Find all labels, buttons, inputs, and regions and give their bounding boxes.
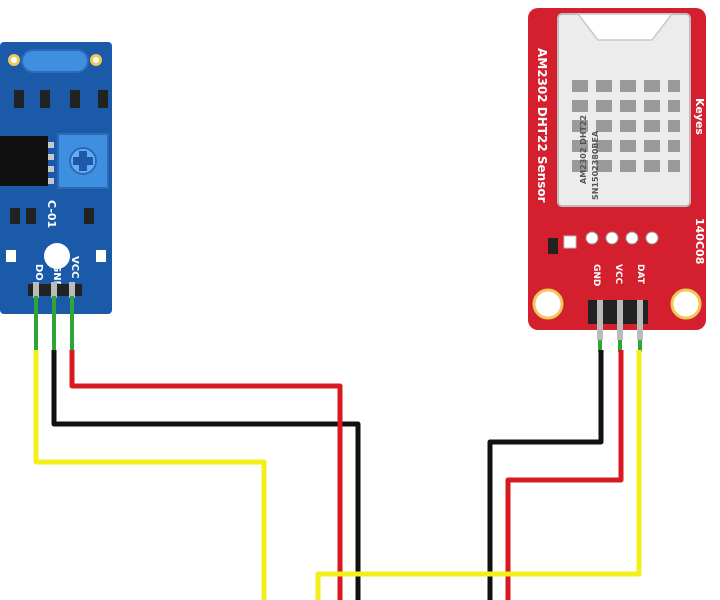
pin-label-gnd: GND: [51, 264, 62, 289]
board-id-label: C-01: [45, 200, 58, 228]
solder-pad: [585, 231, 599, 245]
smd-component: [14, 90, 24, 108]
right-power-wire: [505, 350, 624, 600]
model-label: AM2302 DHT22 Sensor: [535, 48, 549, 203]
wires: [33, 296, 642, 600]
right-sensor-module: AM2302 DHT22 SN1502380BEA AM2302 DHT22 S…: [528, 8, 706, 340]
right-mount-hole: [532, 288, 564, 320]
right-signal-wire: [315, 350, 642, 600]
left-board: [0, 42, 112, 314]
housing-print-line1: AM2302 DHT22: [579, 115, 588, 184]
left-signal-wire: [33, 350, 267, 600]
date-code-label: 140C08: [693, 218, 706, 264]
left-ground-wire: [51, 350, 361, 600]
pin-label-do: DO: [33, 264, 44, 281]
right-ground-wire: [487, 350, 604, 600]
tilt-switch: [21, 49, 89, 73]
indicator-led: [44, 243, 70, 269]
pin-label-vcc: VCC: [69, 256, 80, 278]
housing-print-line2: SN1502380BEA: [591, 130, 600, 200]
comparator-chip: [0, 136, 48, 186]
brand-label: Keyes: [693, 98, 706, 135]
pin-label-vcc-right: VCC: [613, 264, 623, 285]
pin-label-dat-right: DAT: [635, 264, 645, 285]
vent-grid: [572, 80, 680, 172]
pin-label-gnd-right: GND: [591, 264, 601, 286]
left-sensor-module: C-01 DO GND VCC: [0, 42, 112, 314]
left-power-wire: [69, 350, 343, 600]
